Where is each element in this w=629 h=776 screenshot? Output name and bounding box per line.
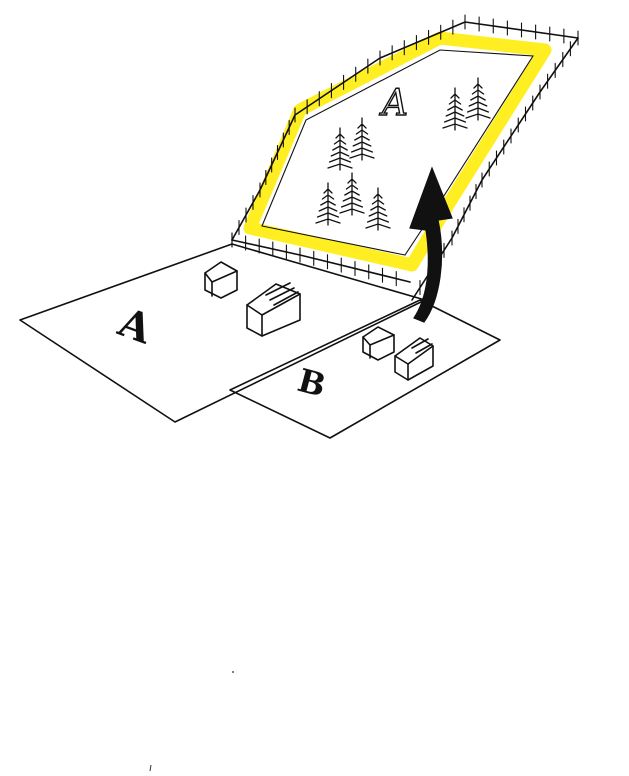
ink-speck — [232, 671, 234, 673]
parcel-b-label: B — [294, 361, 330, 405]
tree — [443, 88, 467, 130]
tree — [466, 78, 490, 120]
tree — [340, 173, 364, 215]
house-small-a — [205, 262, 237, 298]
forest-parcel-label: A — [379, 83, 408, 124]
house-barn-b — [395, 338, 433, 380]
arrow — [410, 168, 452, 322]
house-barn-a — [247, 283, 300, 336]
tree — [316, 183, 340, 225]
forest-parcel-outline — [262, 50, 533, 255]
tree — [350, 118, 374, 160]
tree — [366, 188, 390, 230]
tree — [328, 128, 352, 170]
house-small-b — [363, 327, 394, 360]
parcel-a-label: A — [112, 298, 159, 353]
ink-speck — [150, 765, 151, 771]
